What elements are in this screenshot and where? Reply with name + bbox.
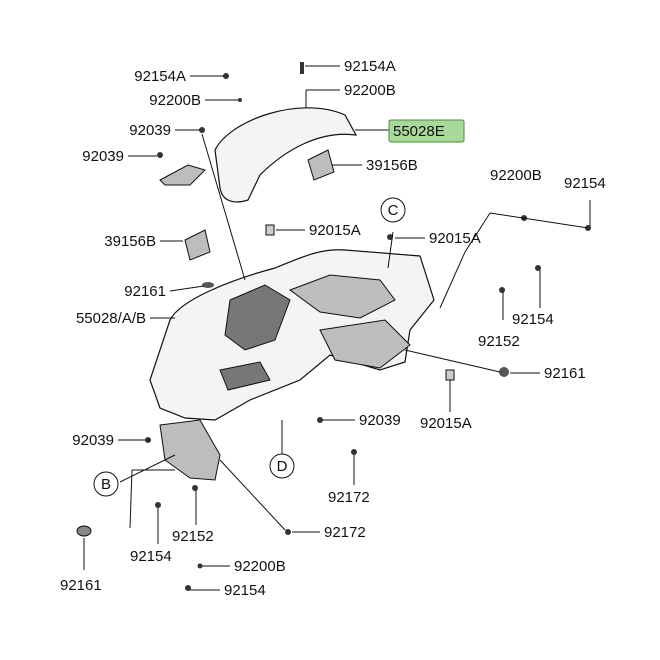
- label-92154-lower: 92154: [130, 548, 172, 565]
- label-92154-mid-right: 92154: [512, 311, 554, 328]
- callout-d-circle: [269, 453, 295, 479]
- callout-b-circle: [93, 471, 119, 497]
- collar-92152-lower-marker: [192, 485, 198, 491]
- screw-92172-upper-marker: [351, 449, 357, 455]
- fairing-vent-part: [224, 284, 291, 351]
- label-92161-right: 92161: [544, 365, 586, 382]
- label-92200b-bottom: 92200B: [234, 558, 286, 575]
- label-92152-right: 92152: [478, 333, 520, 350]
- callout-d: D: [277, 458, 288, 475]
- bolt-92154-bottom-marker: [185, 585, 191, 591]
- vent-stripes-part: [219, 361, 271, 391]
- label-92154-far-right: 92154: [564, 175, 606, 192]
- label-92200b-left: 92200B: [149, 92, 201, 109]
- decal-left-part: [184, 229, 211, 261]
- clip-92039-left-marker: [157, 152, 163, 158]
- label-92200b-far-right: 92200B: [490, 167, 542, 184]
- label-55028-a-b: 55028/A/B: [76, 310, 146, 327]
- collar-92152-marker: [499, 287, 505, 293]
- label-92015a-lower: 92015A: [420, 415, 472, 432]
- nut-92015a-marker: [265, 224, 275, 236]
- screw-92154a-left-marker: [223, 73, 229, 79]
- label-92154a-right: 92154A: [344, 58, 396, 75]
- callout-c: C: [388, 202, 399, 219]
- clip-92039-top-marker: [199, 127, 205, 133]
- clip-92039-center-marker: [317, 417, 323, 423]
- callout-b: B: [101, 476, 111, 493]
- leader-lines: [83, 65, 591, 591]
- label-92172-upper: 92172: [328, 489, 370, 506]
- fairing-inner-part: [288, 274, 396, 319]
- grommet-92161-lower-marker: [76, 525, 92, 537]
- screw-92172-lower-marker: [285, 529, 291, 535]
- label-92039-top: 92039: [129, 122, 171, 139]
- label-55028e: 55028E: [393, 123, 445, 140]
- label-92039-center: 92039: [359, 412, 401, 429]
- nut-92015a-c-marker: [387, 234, 393, 240]
- side-panel-part: [319, 319, 411, 369]
- label-92161-lower: 92161: [60, 577, 102, 594]
- label-39156b-left: 39156B: [104, 233, 156, 250]
- label-92200b-right: 92200B: [344, 82, 396, 99]
- left-bracket-part: [159, 164, 206, 186]
- label-92015a-center: 92015A: [309, 222, 361, 239]
- label-92172-lower: 92172: [324, 524, 366, 541]
- grommet-92161-right-marker: [499, 367, 509, 377]
- bolt-92154-lower-marker: [155, 502, 161, 508]
- nut-92015a-lower-marker: [445, 369, 455, 381]
- bolt-92154-mid-marker: [535, 265, 541, 271]
- selected-part-highlight: [388, 119, 465, 143]
- lower-bracket-part: [159, 419, 221, 481]
- decal-right-part: [307, 149, 335, 181]
- upper-cowl-part: [214, 107, 358, 203]
- washer-92200b-bottom-marker: [197, 563, 203, 569]
- label-92154a-left: 92154A: [134, 68, 186, 85]
- bolt-92154a-right-marker: [300, 62, 304, 74]
- callout-c-circle: [380, 197, 406, 223]
- label-92152-lower: 92152: [172, 528, 214, 545]
- label-92039-left: 92039: [82, 148, 124, 165]
- washer-92200b-left-marker: [238, 98, 242, 102]
- label-92161-top: 92161: [124, 283, 166, 300]
- label-92015a-c: 92015A: [429, 230, 481, 247]
- grommet-92161-top-marker: [202, 282, 214, 288]
- label-39156b-right: 39156B: [366, 157, 418, 174]
- label-92154-bottom: 92154: [224, 582, 266, 599]
- label-92039-lower-left: 92039: [72, 432, 114, 449]
